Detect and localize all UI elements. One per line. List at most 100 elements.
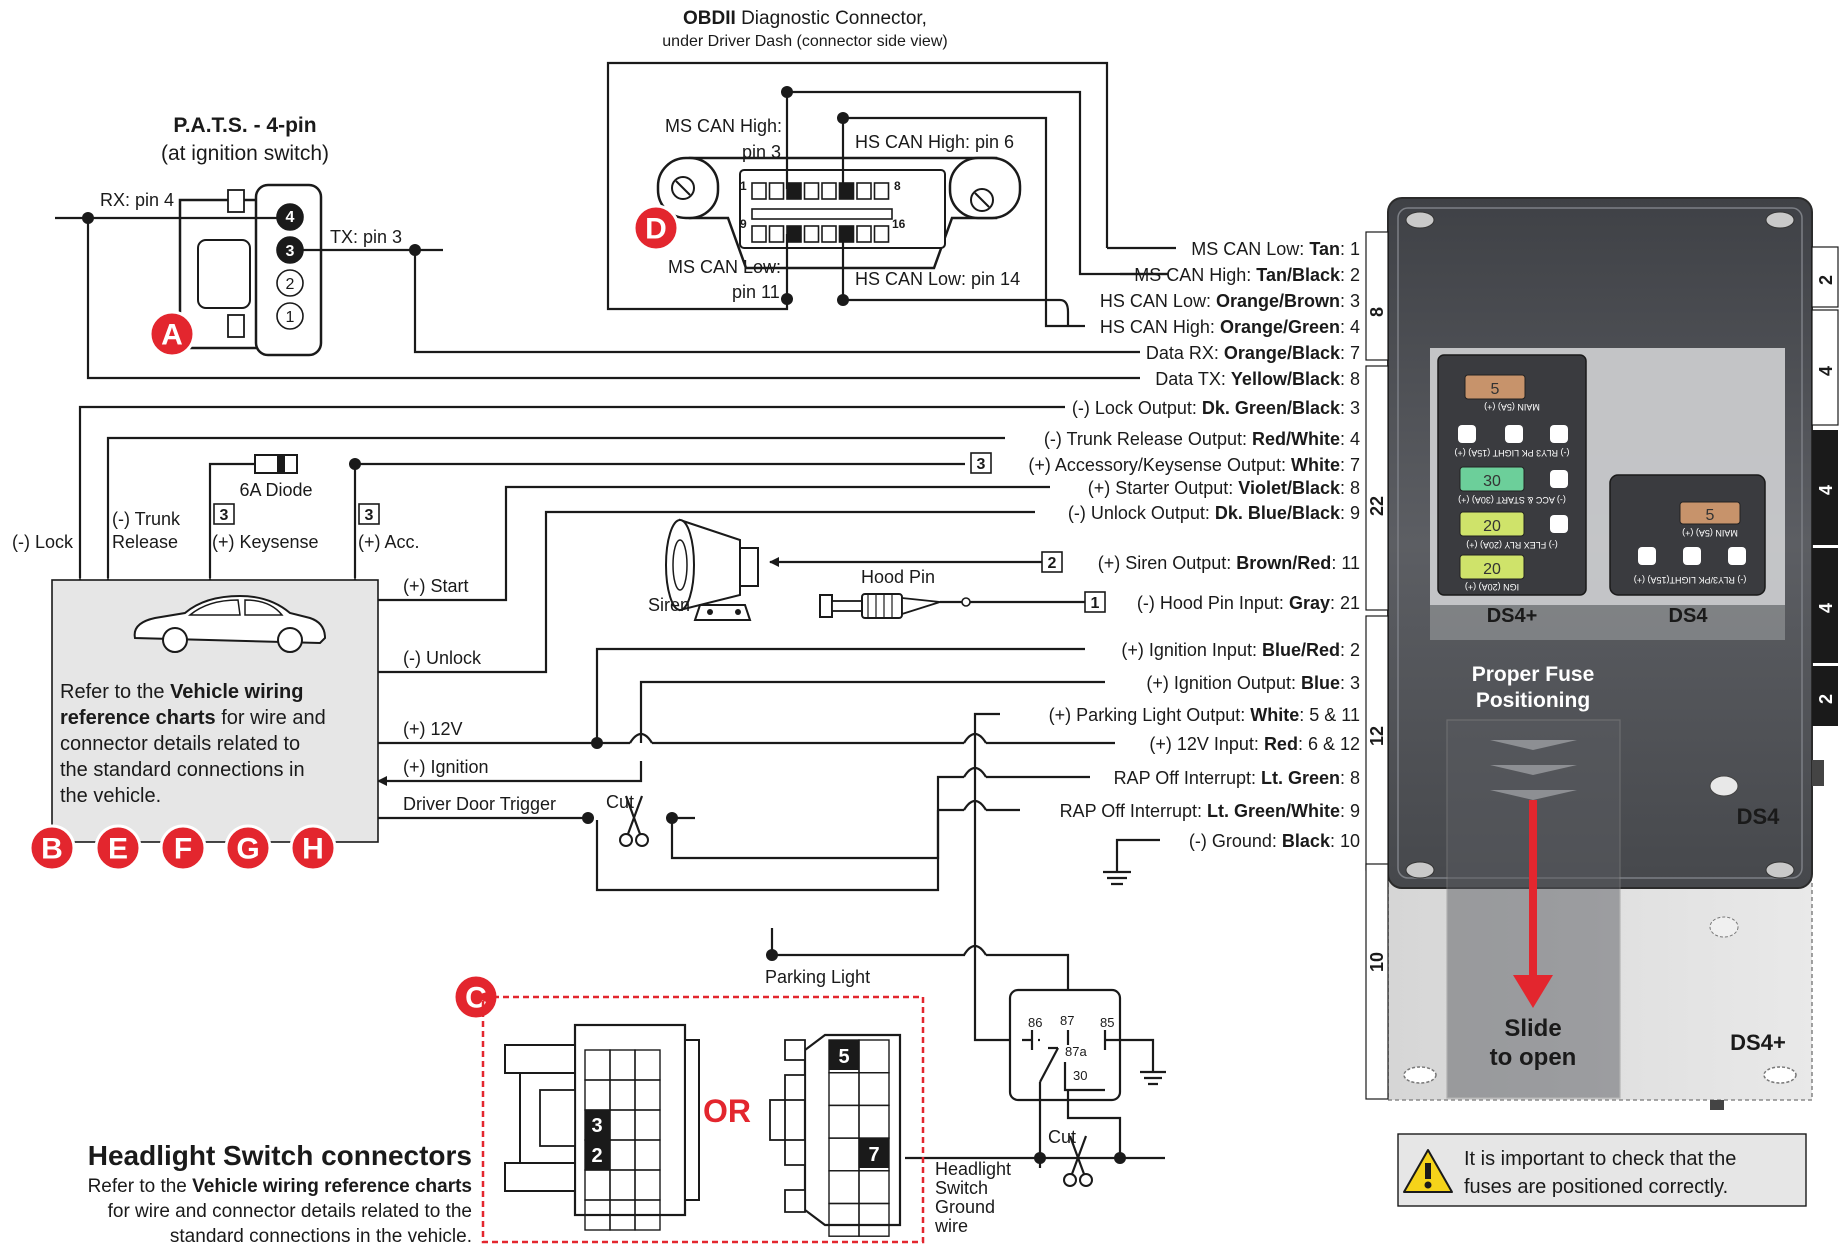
obd-pin — [838, 225, 855, 243]
svg-text:B: B — [41, 833, 63, 866]
fuse-empty-row-icon — [1458, 425, 1568, 443]
obd-pin — [821, 225, 837, 243]
headlight-line-3: standard connections in the vehicle. — [170, 1226, 472, 1246]
obd-pin — [751, 182, 767, 200]
relay-pin-87a: 87a — [1065, 1044, 1087, 1059]
wire-label: (-) Ground: Black: 10 — [1189, 831, 1360, 851]
obd-ms-can-low-frame-wire — [606, 61, 1109, 311]
relay-pin-85: 85 — [1100, 1015, 1114, 1030]
siren-icon — [665, 518, 759, 621]
vehicle-ref-line-4: the standard connections in — [60, 759, 305, 781]
tab-right-2b-label: 2 — [1816, 694, 1836, 704]
wire-label-column: MS CAN Low: Tan: 1MS CAN High: Tan/Black… — [1028, 239, 1360, 851]
obd-ms-can-high-label: MS CAN High: — [665, 116, 782, 136]
fuse-flex-20a-icon — [1459, 511, 1525, 537]
badge-h: H — [289, 824, 337, 872]
numbered-box-acc: 3 — [970, 452, 992, 474]
scissors-icon — [619, 795, 649, 847]
headlight-line-1: Refer to the Vehicle wiring reference ch… — [88, 1176, 472, 1197]
badge-b: B — [28, 824, 76, 872]
badge-e: E — [94, 824, 142, 872]
wire-ground — [1115, 838, 1160, 872]
label-hood-pin: Hood Pin — [861, 567, 935, 587]
label-ds4plus-side: DS4+ — [1730, 1030, 1786, 1055]
label-hl-ground-4: wire — [934, 1216, 968, 1236]
obd-pin — [803, 225, 820, 243]
svg-text:E: E — [108, 833, 128, 866]
badge-f: F — [159, 824, 207, 872]
wire-label: HS CAN Low: Orange/Brown: 3 — [1100, 291, 1360, 311]
vehicle-ref-line-2: reference charts for wire and — [60, 707, 326, 729]
tab-right-4a-label: 4 — [1816, 366, 1836, 376]
obd-hs-can-high-label: HS CAN High: pin 6 — [855, 132, 1014, 152]
label-proper-fuse: Proper Fuse — [1472, 663, 1595, 686]
svg-text:2: 2 — [286, 276, 295, 293]
fuse-main-5a-icon — [1464, 374, 1526, 400]
vehicle-reference-box: Refer to the Vehicle wiring reference ch… — [51, 579, 379, 843]
wire-label: RAP Off Interrupt: Lt. Green/White: 9 — [1060, 801, 1360, 821]
pats-pin-4: 4 — [276, 203, 304, 231]
label-or: OR — [703, 1093, 751, 1129]
label-trunk: (-) Trunk — [112, 509, 181, 529]
fuse-acc-label: (-) ACC & START (30A) (+) — [1458, 495, 1566, 505]
obd-pin-1-label: 1 — [740, 179, 747, 193]
svg-text:A: A — [161, 319, 183, 352]
wire-parking-light-feed — [770, 928, 965, 957]
obd-ms-can-low-label: MS CAN Low: — [668, 257, 781, 277]
obd-pin — [873, 225, 890, 243]
label-ds4plus-block: DS4+ — [1487, 605, 1538, 627]
obd-right-ear — [948, 156, 1022, 220]
obd-ms-can-high-wire — [785, 90, 1168, 276]
pats-pin-1: 1 — [276, 302, 304, 330]
fuse-main-label: MAIN (5A) (+) — [1484, 402, 1540, 412]
svg-text:3: 3 — [286, 243, 295, 260]
svg-text:3: 3 — [365, 507, 374, 524]
wire-label: MS CAN High: Tan/Black: 2 — [1134, 265, 1360, 285]
diode-label: 6A Diode — [239, 480, 312, 500]
wire-label: (-) Trunk Release Output: Red/White: 4 — [1044, 429, 1360, 449]
tab-right-4c-label: 4 — [1816, 603, 1836, 613]
wire-label: (+) Accessory/Keysense Output: White: 7 — [1028, 455, 1360, 475]
fuse-flex-label: (-) FLEX RLY (20A) (+) — [1466, 540, 1557, 550]
hl-right-cell — [858, 1202, 890, 1237]
fuse-ign-20a-icon — [1459, 554, 1525, 580]
wire-label: Data TX: Yellow/Black: 8 — [1155, 369, 1360, 389]
wire-label: HS CAN High: Orange/Green: 4 — [1100, 317, 1360, 337]
hood-pin-icon — [819, 593, 971, 619]
badge-c: C — [452, 973, 500, 1021]
warning-icon — [1403, 1149, 1453, 1193]
headlight-connector-left: 3 2 — [504, 1023, 700, 1231]
label-cut-headlight: Cut — [1048, 1127, 1076, 1147]
wire-label: (+) Parking Light Output: White: 5 & 11 — [1049, 705, 1360, 725]
svg-text:4: 4 — [286, 209, 295, 226]
label-hl-ground-2: Switch — [935, 1178, 988, 1198]
svg-text:20: 20 — [1483, 561, 1501, 578]
car-icon — [133, 594, 327, 653]
label-to-open: to open — [1490, 1044, 1577, 1071]
label-driver-door: Driver Door Trigger — [403, 794, 556, 814]
obd-pin — [856, 225, 872, 243]
badge-g: G — [224, 824, 272, 872]
hl-left-pin-3: 3 — [591, 1115, 602, 1137]
label-unlock: (-) Unlock — [403, 648, 482, 668]
obd-pin — [768, 225, 785, 243]
pats-rx-label: RX: pin 4 — [100, 190, 174, 210]
scissors-2-icon — [1063, 1135, 1093, 1187]
fuse-note-box: It is important to check that the fuses … — [1397, 1133, 1807, 1207]
wire-trunk — [103, 436, 1005, 587]
svg-text:D: D — [645, 213, 667, 246]
obd-subtitle: under Driver Dash (connector side view) — [662, 33, 947, 50]
obd-pin — [838, 182, 855, 200]
obd-pin-16-label: 16 — [892, 217, 906, 231]
obd-pin-rows — [751, 182, 890, 243]
obd-ms-can-high-pin: pin 3 — [742, 142, 781, 162]
tab-right-2-label: 2 — [1816, 275, 1836, 285]
relay-pin-30: 30 — [1073, 1068, 1087, 1083]
obd-ms-can-low-pin: pin 11 — [732, 282, 780, 302]
label-parking-light: Parking Light — [765, 967, 870, 987]
badge-a: A — [148, 310, 196, 358]
svg-text:5: 5 — [1491, 381, 1500, 398]
headlight-connector-right: 5 7 — [769, 1033, 902, 1237]
svg-text:G: G — [236, 833, 259, 866]
